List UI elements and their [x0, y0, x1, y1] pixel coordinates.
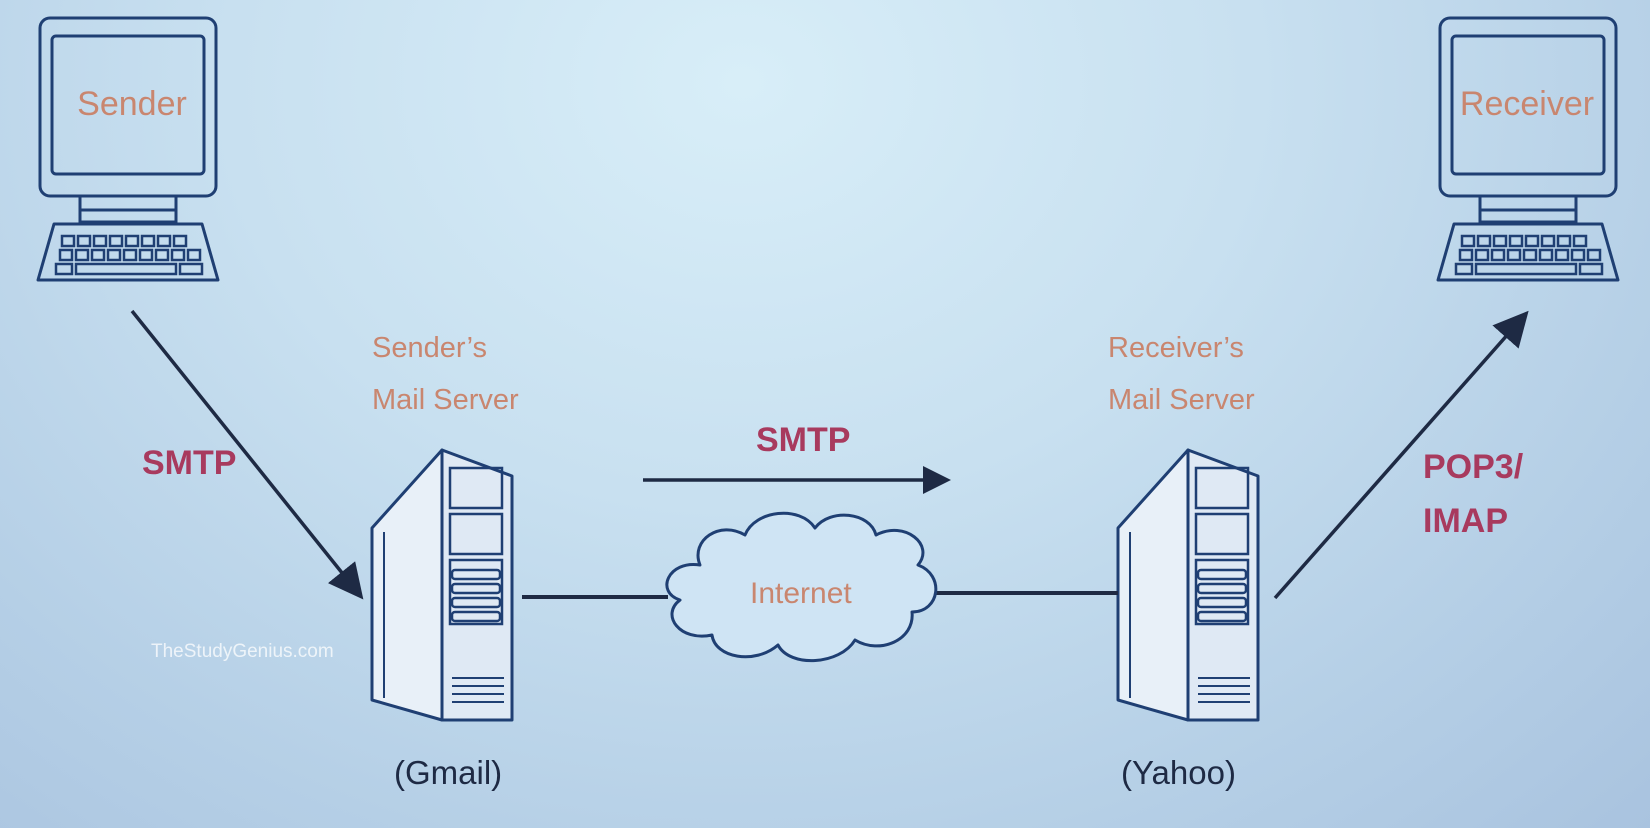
- smtp-client-protocol: SMTP: [142, 444, 237, 482]
- internet-label: Internet: [750, 577, 852, 610]
- receiver-provider-label: (Yahoo): [1121, 754, 1236, 791]
- sender-computer-icon: [36, 16, 220, 282]
- sender-server-icon: [370, 448, 514, 722]
- receiver-computer-icon: [1436, 16, 1620, 282]
- pop3-label: POP3/: [1423, 448, 1524, 486]
- smtp-server-protocol: SMTP: [756, 421, 851, 459]
- watermark-text: TheStudyGenius.com: [151, 641, 334, 662]
- pop3-imap-protocol: POP3/ IMAP: [1423, 440, 1523, 548]
- server-to-receiver-arrow: [1273, 310, 1529, 600]
- receiver-label: Receiver: [1459, 85, 1595, 123]
- sender-label: Sender: [77, 85, 187, 123]
- sender-server-line2: Mail Server: [372, 384, 519, 416]
- sender-to-server-arrow: [130, 309, 364, 600]
- sender-server-line1: Sender’s: [372, 332, 488, 364]
- receiver-server-icon: [1116, 448, 1260, 722]
- sender-server-title: Sender’s Mail Server: [372, 322, 519, 426]
- receiver-server-title: Receiver’s Mail Server: [1108, 322, 1255, 426]
- receiver-server-line2: Mail Server: [1108, 384, 1255, 416]
- sender-provider-label: (Gmail): [394, 754, 503, 791]
- receiver-server-line1: Receiver’s: [1108, 332, 1244, 364]
- imap-label: IMAP: [1423, 502, 1508, 540]
- internet-cloud-icon: [665, 511, 938, 663]
